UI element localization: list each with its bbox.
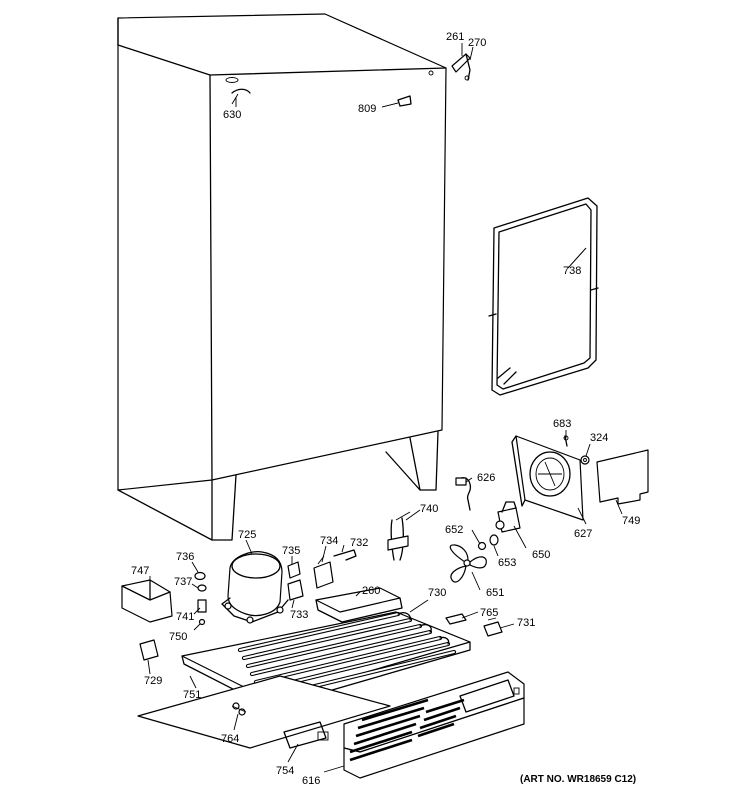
- label-749: 749: [622, 515, 640, 527]
- part-764-clips: [231, 702, 247, 716]
- part-733-overload: [287, 579, 304, 601]
- label-324: 324: [590, 432, 608, 444]
- label-725: 725: [238, 529, 256, 541]
- label-652: 652: [445, 524, 463, 536]
- label-751: 751: [183, 689, 201, 701]
- label-653: 653: [498, 557, 516, 569]
- label-747: 747: [131, 565, 149, 577]
- label-730: 730: [428, 587, 446, 599]
- label-732: 732: [350, 537, 368, 549]
- part-653-washer: [489, 534, 499, 546]
- label-650: 650: [532, 549, 550, 561]
- part-754-insulation: [137, 675, 391, 749]
- part-651-fan-blade: [449, 544, 487, 583]
- label-754: 754: [276, 765, 294, 777]
- part-750-clip: [198, 618, 206, 626]
- part-736-grommet: [194, 571, 206, 581]
- label-738: 738: [563, 265, 581, 277]
- label-626: 626: [477, 472, 495, 484]
- label-750: 750: [169, 631, 187, 643]
- part-765-bracket: [445, 613, 467, 625]
- part-734-start-device: [313, 555, 334, 589]
- part-740-heater: [387, 511, 411, 561]
- label-737: 737: [174, 576, 192, 588]
- label-651: 651: [486, 587, 504, 599]
- leader-lines: [147, 93, 623, 773]
- label-740: 740: [420, 503, 438, 515]
- part-652-nut: [477, 541, 487, 551]
- label-616: 616: [302, 775, 320, 787]
- art-number: (ART NO. WR18659 C12): [520, 774, 636, 785]
- label-627: 627: [574, 528, 592, 540]
- part-741-sleeve: [197, 599, 207, 613]
- label-729: 729: [144, 675, 162, 687]
- part-261-270-hinge: [451, 43, 474, 81]
- label-630: 630: [223, 109, 241, 121]
- label-733: 733: [290, 609, 308, 621]
- part-731-bracket: [483, 617, 503, 637]
- label-764: 764: [221, 733, 239, 745]
- label-261: 261: [446, 31, 464, 43]
- label-736: 736: [176, 551, 194, 563]
- part-616-grille: [283, 671, 525, 779]
- part-738-frame-loop: [488, 197, 599, 396]
- part-737-mount: [197, 584, 207, 592]
- part-626-sensor: [455, 477, 472, 511]
- label-270: 270: [468, 37, 486, 49]
- part-732-bracket: [333, 549, 357, 561]
- part-labels: 261 270 630 809 738 683 324 626 627 749 …: [131, 31, 640, 787]
- part-260-drain-pan: [315, 587, 403, 623]
- label-734: 734: [320, 535, 338, 547]
- label-735: 735: [282, 545, 300, 557]
- part-630-clip: [231, 88, 251, 107]
- part-747-cover: [121, 579, 173, 623]
- part-749-cover: [596, 449, 649, 505]
- label-765: 765: [480, 607, 498, 619]
- part-627-fan-bracket: [511, 435, 584, 521]
- cabinet: [117, 13, 447, 541]
- part-729-capacitor: [139, 639, 159, 661]
- label-809: 809: [358, 103, 376, 115]
- part-324-fastener: [580, 455, 590, 465]
- label-731: 731: [517, 617, 535, 629]
- part-730-condenser-coil: [237, 611, 457, 701]
- part-650-fan-motor: [495, 501, 521, 533]
- part-735-relay: [287, 561, 301, 579]
- label-260: 260: [362, 585, 380, 597]
- part-725-compressor: [221, 551, 289, 624]
- label-683: 683: [553, 418, 571, 430]
- label-741: 741: [176, 611, 194, 623]
